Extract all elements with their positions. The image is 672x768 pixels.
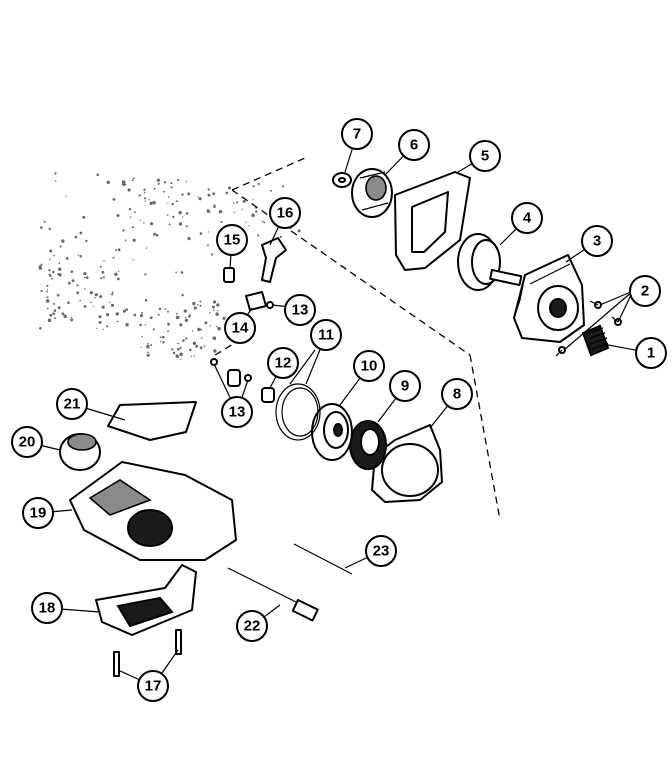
ghost-engine-outline	[38, 172, 301, 360]
svg-text:6: 6	[410, 137, 418, 154]
svg-text:3: 3	[593, 233, 601, 250]
callout-13-lower: 13	[221, 396, 253, 428]
callout-1: 1	[635, 337, 667, 369]
svg-text:9: 9	[401, 378, 409, 395]
svg-text:18: 18	[39, 600, 56, 617]
part-21-plate	[107, 401, 197, 441]
part-13-bolts	[210, 301, 274, 382]
callout-7: 7	[341, 118, 373, 150]
part-4-pulley-shaft	[457, 233, 523, 291]
svg-text:11: 11	[318, 327, 334, 344]
part-22-rod	[227, 567, 319, 622]
part-3-housing	[513, 254, 585, 343]
part-23-wire	[293, 543, 353, 575]
svg-text:2: 2	[641, 283, 649, 300]
svg-text:13: 13	[292, 302, 309, 319]
callout-14: 14	[224, 312, 256, 344]
svg-text:22: 22	[244, 618, 261, 635]
callout-15: 15	[216, 224, 248, 256]
part-11-coil	[275, 349, 321, 441]
callout-18: 18	[31, 592, 63, 624]
callout-23: 23	[365, 535, 397, 567]
svg-text:15: 15	[224, 232, 241, 249]
callout-20: 20	[11, 426, 43, 458]
part-12-bushing	[227, 369, 275, 403]
svg-text:23: 23	[373, 543, 390, 560]
svg-text:1: 1	[647, 345, 655, 362]
svg-text:4: 4	[523, 210, 532, 227]
callout-21: 21	[56, 388, 88, 420]
part-5-belt-guard	[394, 171, 471, 271]
part-10-pulley	[311, 403, 353, 461]
callout-17: 17	[137, 670, 169, 702]
callouts: 1 2 3 4 5 6 7 8 9 10 11 12 13 13 14 15 1…	[11, 118, 667, 702]
svg-text:8: 8	[453, 386, 461, 403]
part-16-bracket	[261, 237, 287, 283]
callout-9: 9	[389, 370, 421, 402]
svg-text:13: 13	[229, 404, 246, 421]
svg-text:10: 10	[361, 358, 378, 375]
part-18-plate	[95, 564, 197, 636]
part-14-clip	[245, 291, 267, 311]
part-20-fuel-cap	[59, 433, 101, 471]
svg-text:14: 14	[232, 320, 249, 337]
part-9-spring-reel	[349, 420, 387, 470]
svg-text:12: 12	[275, 355, 292, 372]
callout-3: 3	[581, 225, 613, 257]
callout-11: 11	[310, 319, 342, 351]
part-6-clutch	[351, 168, 393, 218]
svg-text:7: 7	[353, 126, 361, 143]
callout-2: 2	[629, 275, 661, 307]
part-8-cover	[371, 424, 443, 503]
callout-22: 22	[236, 610, 268, 642]
callout-5: 5	[469, 140, 501, 172]
callout-4: 4	[511, 202, 543, 234]
svg-text:16: 16	[277, 205, 294, 222]
callout-12: 12	[267, 347, 299, 379]
svg-text:19: 19	[30, 505, 47, 522]
svg-text:5: 5	[481, 148, 489, 165]
callout-10: 10	[353, 350, 385, 382]
callout-13-upper: 13	[284, 294, 316, 326]
svg-text:17: 17	[145, 678, 162, 695]
svg-text:20: 20	[19, 434, 36, 451]
part-2-screws	[555, 300, 622, 357]
part-1-spring	[581, 324, 610, 357]
part-7-washer	[332, 172, 352, 188]
callout-6: 6	[398, 129, 430, 161]
callout-19: 19	[22, 497, 54, 529]
part-15-block	[223, 267, 235, 283]
callout-16: 16	[269, 197, 301, 229]
part-19-fuel-tank	[69, 461, 237, 561]
svg-text:21: 21	[64, 396, 81, 413]
callout-8: 8	[441, 378, 473, 410]
part-17-screws	[113, 629, 182, 677]
